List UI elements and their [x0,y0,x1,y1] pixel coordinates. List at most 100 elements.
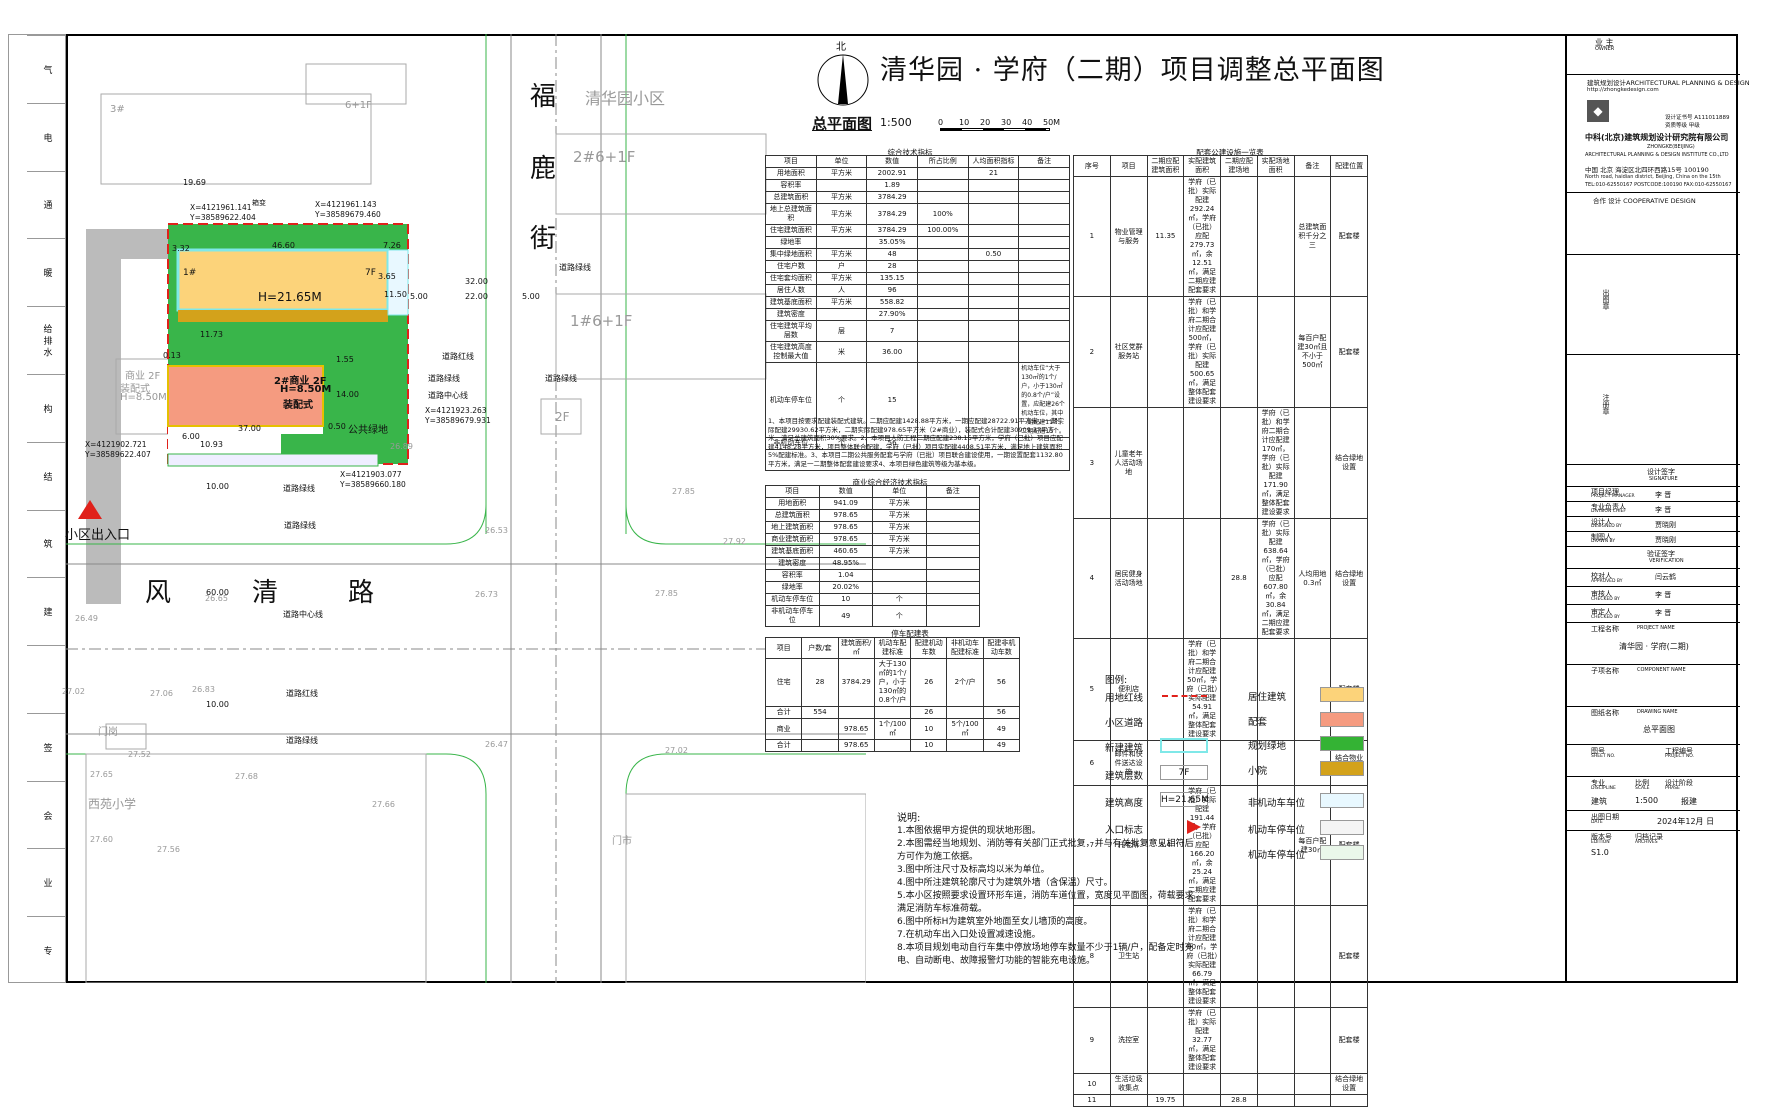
table-cell [1256,1007,1295,1074]
table-cell: 结合绿地设置 [1330,1073,1368,1095]
tb-text: COMPONENT NAME [1637,667,1686,673]
table-cell: 地上总建筑面积 [765,203,817,225]
table-cell [1293,407,1332,519]
tb-text: 归档记录 [1635,833,1663,841]
table-cell: 商业 [764,718,803,740]
table-cell: 28.8 [1220,518,1258,639]
table-cell: 配套楼 [1330,1007,1368,1074]
table-cell: 合计 [764,739,803,752]
table-cell: 学府（已批）实际配建292.24㎡，学府（已批）应配279.73㎡，余12.51… [1183,176,1221,297]
table-cell: 48 [866,248,918,261]
strip-cell: 会 [27,780,67,849]
table-cell: 平方米 [872,545,927,558]
legend-label: 建筑层数 [1105,771,1144,782]
tb-text: 李 晋 [1655,506,1672,514]
tb-divider [1567,586,1740,587]
table-cell: 平方米 [872,533,927,546]
drawing-sheet: 专业会签建筑结构给 排 水暖通电气 福鹿街风清路清华 [8,34,1750,1107]
table-cell [1256,905,1295,1008]
tb-text: 设计人 [1591,518,1612,526]
table-cell [1018,296,1070,309]
facility-table-caption: 配套公建设施一览表 [1196,148,1264,157]
scale-tick: 10 [959,118,970,127]
table-header: 单位 [815,155,868,168]
table-cell [837,706,875,719]
note-line: 6.图中所标H为建筑室外地面至女儿墙顶的高度。 [897,917,1093,927]
table-cell: 2002.91 [866,167,918,180]
map-label: Y=38589660.180 [340,480,406,489]
tb-divider [1567,354,1740,355]
map-label: 1# [183,268,197,278]
map-label: Y=38589622.407 [85,450,151,459]
table-cell: 554 [801,706,839,719]
table-cell: 住宅建筑平均层数 [765,320,817,342]
table-header: 单位 [872,485,927,498]
map-label: 6+1F [345,100,372,111]
table-cell: 135.15 [866,272,918,285]
company-logo-icon: ◆ [1587,100,1609,122]
note-line: 1.本图依据甲方提供的现状地形图。 [897,826,1041,836]
tb-text: EDITION [1591,840,1610,845]
map-label: 西苑小学 [88,797,137,811]
table-cell [1146,296,1185,408]
table-cell [1256,638,1295,741]
tb-divider [1567,664,1740,665]
table-cell: 460.65 [818,545,873,558]
table-cell: 平方米 [872,521,927,534]
table-cell [1183,407,1221,519]
table-header: 实配建筑面积 [1183,155,1221,177]
table-cell: 4 [1073,518,1111,639]
tb-text: 工程名称 [1591,625,1619,633]
table-cell: 49 [982,739,1021,752]
table-cell: 7 [866,320,918,342]
table-header: 建筑面积/㎡ [837,637,875,659]
table-header: 二期应配建筑面积 [1146,155,1185,177]
table-header: 户数/套 [801,637,839,659]
map-label: 道路绿线 [284,521,316,530]
table-cell: 用地面积 [765,497,820,510]
map-label: 1.55 [336,355,354,364]
map-label: X=4121902.721 [85,440,147,449]
table-cell [967,236,1020,249]
table-cell: 平方米 [815,203,868,225]
legend-label: 机动车停车位 [1248,850,1306,861]
tb-text: 图号 [1591,747,1605,755]
table-header: 数值 [818,485,873,498]
map-label: 清华园小区 [585,89,666,108]
map-label: 3.32 [172,244,190,253]
table-header: 序号 [1073,155,1111,177]
tb-text: DIVISION CHIEF [1591,509,1627,514]
tb-divider [1567,516,1740,517]
table-cell: 大于130㎡的1个/户，小于130㎡的0.8个/户 [873,658,912,707]
map-label: 风 [145,578,172,608]
legend-swatch [1320,793,1364,808]
map-label: 门市 [612,836,632,847]
table-cell [1146,638,1185,741]
tb-text: OWNER [1595,46,1615,52]
table-cell [1220,407,1258,519]
map-label: 37.00 [238,424,261,433]
table-cell: 住宅套均面积 [765,272,817,285]
table-cell [925,521,980,534]
legend-label: 建筑高度 [1105,798,1144,809]
table-cell: 15 [866,362,918,438]
table-cell: 20.02% [818,581,873,594]
table-cell [1256,740,1295,786]
tb-text: PROJECT NAME [1637,625,1675,631]
tb-text: S1.0 [1591,848,1609,857]
table-cell: 10 [1073,1073,1111,1095]
small-green [281,434,323,454]
table-cell: 56 [982,658,1021,707]
note-line: 8.本项目规划电动自行车集中停放场地停车数量不少于1辆/户，配备定时充电、自动断… [897,943,1194,966]
tb-divider [1567,531,1740,532]
table-cell: 结合绿地设置 [1330,518,1368,639]
table-cell [946,706,984,719]
table-cell [1220,176,1258,297]
map-label: Y=38589622.404 [190,213,256,222]
